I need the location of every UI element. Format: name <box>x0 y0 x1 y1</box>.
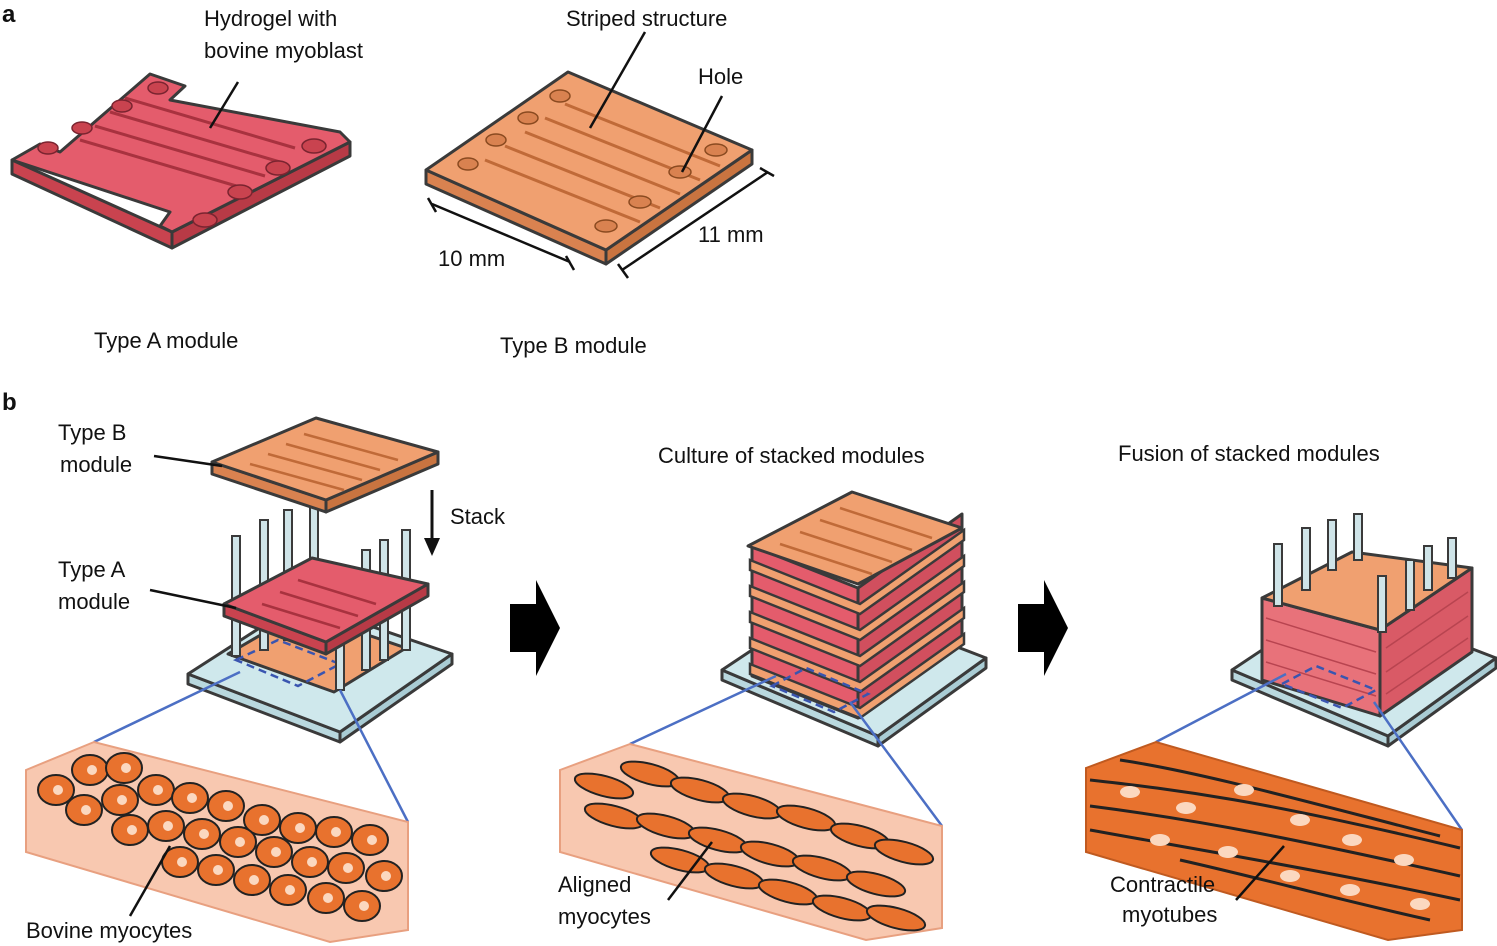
contractile-myotubes-zoom <box>1085 740 1463 942</box>
type-b-pointer <box>153 454 223 468</box>
stack-label: Stack <box>450 504 506 529</box>
hydrogel-pointer <box>208 81 240 129</box>
aligned-label-2: myocytes <box>558 904 651 929</box>
type-b-caption: Type B module <box>500 333 647 358</box>
hydrogel-label-1: Hydrogel with <box>204 6 337 31</box>
process-arrow-2 <box>1018 580 1068 676</box>
type-b-label-1: Type B <box>58 420 126 445</box>
contractile-pointer <box>1235 845 1285 901</box>
bovine-pointer <box>128 845 172 917</box>
stacked-modules-illustration <box>720 490 988 748</box>
exploded-stack-illustration <box>186 416 454 744</box>
hole-pointer <box>680 95 724 173</box>
type-a-caption: Type A module <box>94 328 238 353</box>
stack-arrow <box>424 490 440 556</box>
dimension-11mm <box>616 166 775 279</box>
panel-b-letter: b <box>2 389 17 416</box>
hole-label: Hole <box>698 64 743 89</box>
hydrogel-label-2: bovine myoblast <box>204 38 363 63</box>
striped-label: Striped structure <box>566 6 727 31</box>
dimension-10mm <box>426 197 576 271</box>
aligned-myocytes-zoom <box>559 742 943 942</box>
aligned-pointer <box>667 841 713 901</box>
type-b-module-illustration <box>424 70 754 266</box>
type-a-pointer <box>149 588 237 610</box>
striped-pointer <box>588 31 647 129</box>
bovine-myocytes-zoom <box>25 740 409 944</box>
panel-a-letter: a <box>2 1 16 28</box>
contractile-label-1: Contractile <box>1110 872 1215 897</box>
type-a-module-illustration <box>10 72 352 250</box>
type-a-label-1: Type A <box>58 557 126 582</box>
dim-width-label: 10 mm <box>438 246 505 271</box>
type-a-label-2: module <box>58 589 130 614</box>
aligned-label-1: Aligned <box>558 872 631 897</box>
bovine-label: Bovine myocytes <box>26 918 192 943</box>
process-arrow-1 <box>510 580 560 676</box>
fusion-title: Fusion of stacked modules <box>1118 441 1380 466</box>
type-b-label-2: module <box>60 452 132 477</box>
culture-title: Culture of stacked modules <box>658 443 925 468</box>
dim-depth-label: 11 mm <box>698 222 764 247</box>
fused-block-illustration <box>1230 513 1497 748</box>
contractile-label-2: myotubes <box>1122 902 1217 927</box>
